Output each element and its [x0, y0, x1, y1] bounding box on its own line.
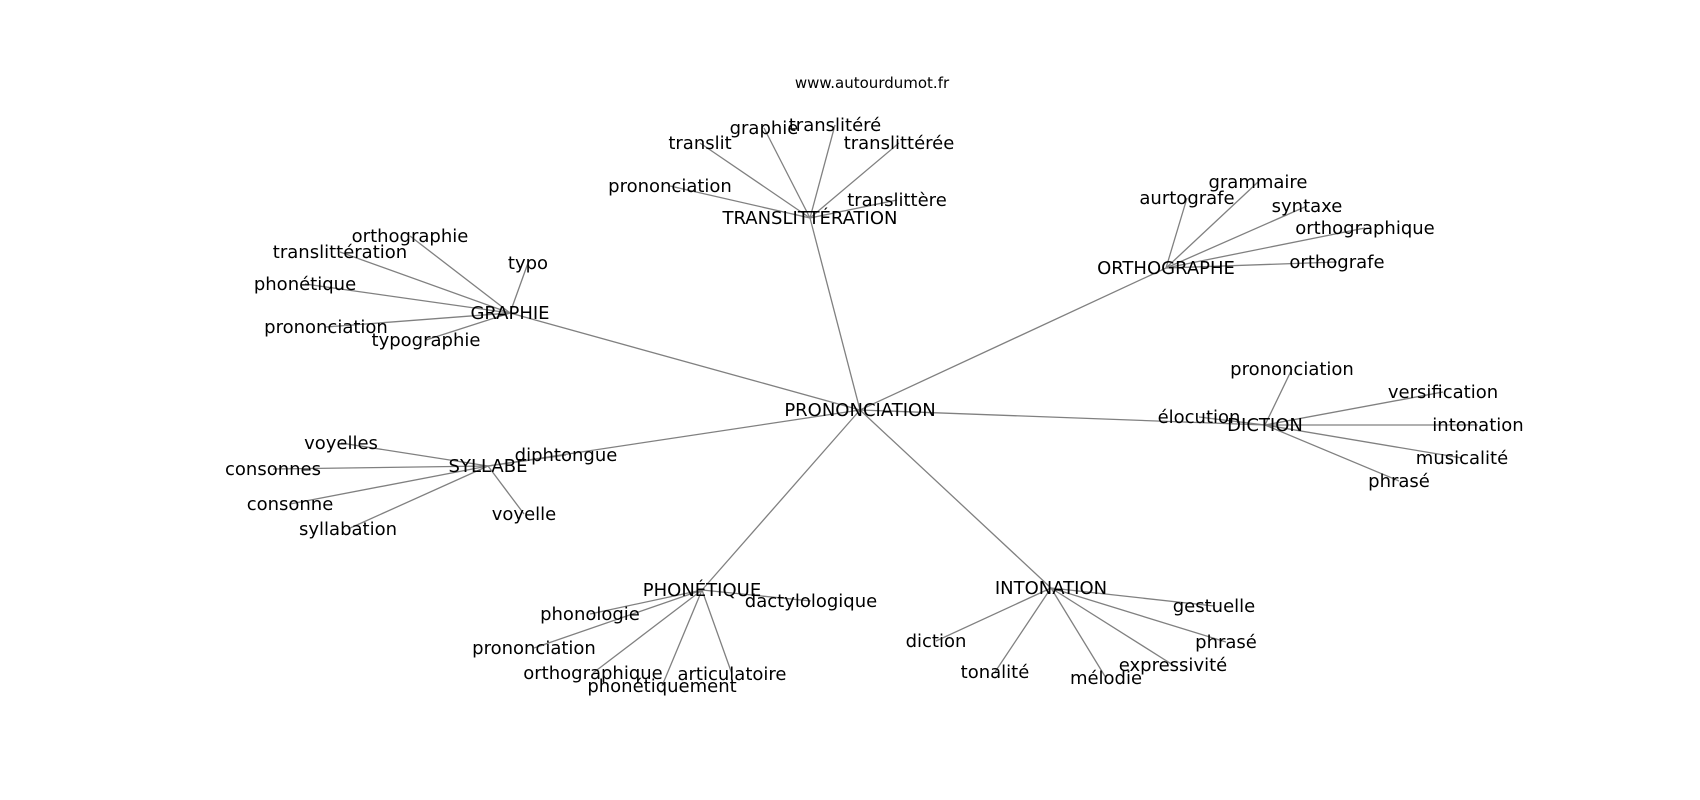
word-node: typographie	[372, 330, 481, 351]
edge-diction-word	[1264, 391, 1444, 426]
edge-intonation-word	[1050, 587, 1215, 607]
edge-phonetique-word	[533, 589, 703, 649]
edge-phonetique-word	[701, 589, 733, 675]
word-node: tonalité	[961, 662, 1030, 683]
word-node: syntaxe	[1272, 196, 1343, 217]
word-node: phonétique	[254, 274, 356, 295]
word-node: dactylologique	[745, 591, 877, 612]
hub-node-phonetique: PHONÉTIQUE	[643, 579, 761, 601]
edge-translitteration-word	[763, 127, 811, 219]
hub-node-diction: DICTION	[1227, 415, 1303, 436]
edge-orthographe-word	[1165, 181, 1259, 269]
edge-intonation-word	[994, 587, 1052, 673]
graph-labels: PRONONCIATION TRANSLITTÉRATION prononciati…	[225, 115, 1524, 697]
word-node: prononciation	[1230, 359, 1354, 380]
word-node: prononciation	[608, 176, 732, 197]
word-node: orthographie	[352, 226, 469, 247]
edge-orthographe-word	[1165, 205, 1308, 269]
word-node: aurtografe	[1139, 188, 1234, 209]
edge-translitteration-word	[809, 142, 900, 219]
word-node: articulatoire	[678, 664, 787, 685]
word-node: translittérée	[844, 133, 955, 154]
edge-phonetique-word	[592, 589, 703, 674]
edge-syllabe-word	[340, 442, 489, 467]
edge-intonation-word	[935, 587, 1052, 642]
center-node-label: PRONONCIATION	[784, 400, 935, 421]
word-node: versification	[1388, 382, 1498, 403]
edge-translitteration-word	[809, 124, 836, 219]
edge-diction-word	[1264, 368, 1293, 426]
word-node: voyelles	[304, 433, 378, 454]
edge-center-intonation	[859, 409, 1052, 589]
edge-syllabe-word	[347, 465, 489, 530]
edge-diction-word	[1264, 424, 1463, 459]
word-node: phonétiquement	[587, 676, 736, 697]
site-caption[interactable]: www.autourdumot.fr	[795, 74, 950, 92]
edge-center-translitteration	[809, 217, 861, 411]
word-node: translittération	[273, 242, 407, 263]
word-node: expressivité	[1119, 655, 1227, 676]
edge-intonation-word	[1050, 587, 1107, 679]
word-node: mélodie	[1070, 668, 1142, 689]
word-node: intonation	[1432, 415, 1523, 436]
word-node: prononciation	[472, 638, 596, 659]
hub-node-translitteration: TRANSLITTÉRATION	[722, 207, 898, 229]
edge-phonetique-word	[589, 589, 703, 615]
word-node: phrasé	[1195, 632, 1257, 653]
edge-graphie-word	[409, 235, 511, 314]
word-node: phonologie	[540, 604, 640, 625]
word-node: voyelle	[492, 504, 556, 525]
edge-graphie-word	[509, 262, 529, 314]
edge-orthographe-word	[1165, 197, 1188, 269]
edge-diction-word	[1264, 424, 1400, 482]
edge-orthographe-word	[1165, 227, 1366, 269]
edge-syllabe-word	[289, 465, 489, 505]
hub-node-syllabe: SYLLABE	[449, 456, 528, 477]
word-node: diction	[906, 631, 967, 652]
edge-syllabe-word	[487, 454, 567, 467]
word-node: translit	[668, 133, 731, 154]
word-node: typo	[508, 253, 548, 274]
edge-center-orthographe	[859, 267, 1167, 411]
word-node: syllabation	[299, 519, 397, 540]
word-node: translittère	[847, 190, 947, 211]
word-node: phrasé	[1368, 471, 1430, 492]
edge-translitteration-word	[809, 199, 898, 219]
graph-edges	[272, 124, 1478, 687]
edge-center-diction	[859, 409, 1266, 426]
edge-intonation-word	[1050, 587, 1227, 643]
edge-center-phonetique	[701, 409, 861, 591]
edge-center-graphie	[509, 312, 861, 411]
word-node: diphtongue	[515, 445, 618, 466]
word-node: grammaire	[1208, 172, 1307, 193]
word-node: gestuelle	[1173, 596, 1256, 617]
word-node: prononciation	[264, 317, 388, 338]
edge-graphie-word	[425, 312, 511, 341]
edge-graphie-word	[304, 283, 511, 314]
word-node: translitéré	[789, 115, 882, 136]
word-node: orthografe	[1289, 252, 1384, 273]
word-node: élocution	[1158, 407, 1241, 428]
word-node: graphie	[730, 118, 799, 139]
edge-orthographe-word	[1165, 261, 1338, 269]
edge-diction-word	[1198, 416, 1266, 426]
edge-translitteration-word	[699, 142, 811, 219]
hub-node-intonation: INTONATION	[995, 578, 1107, 599]
word-node: musicalité	[1416, 448, 1508, 469]
hub-node-orthographe: ORTHOGRAPHE	[1097, 258, 1235, 279]
word-node: orthographique	[523, 663, 663, 684]
edge-graphie-word	[325, 312, 511, 328]
word-node: orthographique	[1295, 218, 1435, 239]
edge-syllabe-word	[272, 465, 489, 470]
edge-graphie-word	[339, 251, 511, 314]
word-node: consonne	[247, 494, 334, 515]
edge-phonetique-word	[701, 589, 812, 602]
edge-intonation-word	[1050, 587, 1174, 666]
hub-node-graphie: GRAPHIE	[470, 303, 549, 324]
word-node: consonnes	[225, 459, 321, 480]
edge-translitteration-word	[669, 185, 811, 219]
edge-syllabe-word	[487, 465, 525, 515]
edge-phonetique-word	[661, 589, 703, 687]
